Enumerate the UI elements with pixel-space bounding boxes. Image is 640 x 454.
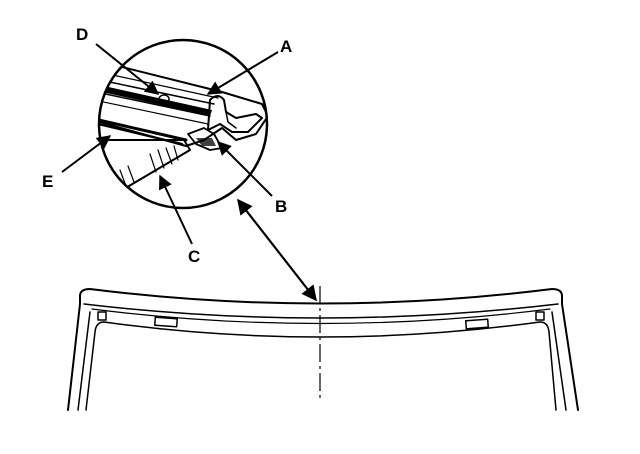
callout-arrow-d	[95, 43, 160, 95]
molding-hole	[158, 94, 170, 104]
molding-clip-end-right	[535, 311, 545, 321]
callout-label-d: D	[76, 25, 88, 44]
callout-arrow-a	[206, 51, 279, 95]
detail-leader-arrow	[237, 198, 317, 302]
callout-arrow-c	[159, 174, 193, 245]
callout-arrow-e	[61, 135, 112, 173]
molding-clip-end-left	[97, 311, 107, 321]
callout-arrow-b	[217, 141, 273, 197]
molding-clip-left	[153, 316, 179, 328]
callout-label-b: B	[275, 197, 287, 216]
callout-label-c: C	[188, 247, 200, 266]
glass-edge	[99, 139, 191, 197]
callout-label-a: A	[280, 37, 292, 56]
detail-zoom-circle	[97, 38, 269, 210]
molding-clip-right	[464, 318, 490, 330]
callout-label-e: E	[42, 172, 53, 191]
windshield-outline	[67, 288, 579, 411]
